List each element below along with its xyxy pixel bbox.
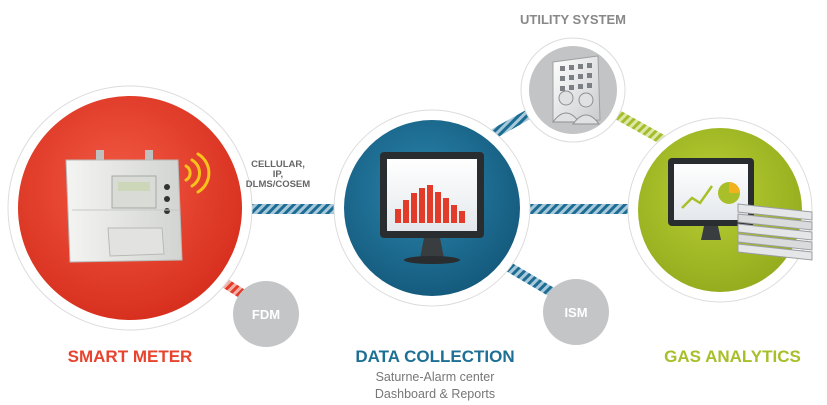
- protocol-label: CELLULAR, IP, DLMS/COSEM: [238, 160, 318, 190]
- monitor-bar-chart-icon: [380, 152, 484, 264]
- fdm-node: [233, 281, 299, 347]
- connector-collection-to-analytics: [500, 204, 675, 214]
- server-rack-icon: [737, 203, 813, 261]
- wireless-signal-icon: [184, 152, 211, 194]
- connector-meter-to-collection: [210, 204, 360, 214]
- data-collection-subtitle-2: Dashboard & Reports: [374, 387, 496, 401]
- protocol-line-3: DLMS/COSEM: [245, 179, 311, 190]
- protocol-line-1: CELLULAR,: [251, 159, 305, 170]
- smart-meter-title: SMART METER: [67, 347, 193, 366]
- data-collection-title: DATA COLLECTION: [355, 347, 515, 366]
- fdm-label: FDM: [251, 307, 281, 322]
- utility-system-title: UTILITY SYSTEM: [520, 12, 626, 27]
- ism-node: [543, 279, 609, 345]
- building-users-icon: [552, 55, 601, 125]
- data-collection-subtitle-1: Saturne-Alarm center: [375, 370, 495, 384]
- ism-label: ISM: [564, 305, 588, 320]
- monitor-analytics-icon: [668, 158, 754, 240]
- gas-meter-icon: [65, 150, 183, 263]
- protocol-line-2: IP,: [272, 169, 284, 180]
- gas-analytics-title: GAS ANALYTICS: [664, 347, 801, 366]
